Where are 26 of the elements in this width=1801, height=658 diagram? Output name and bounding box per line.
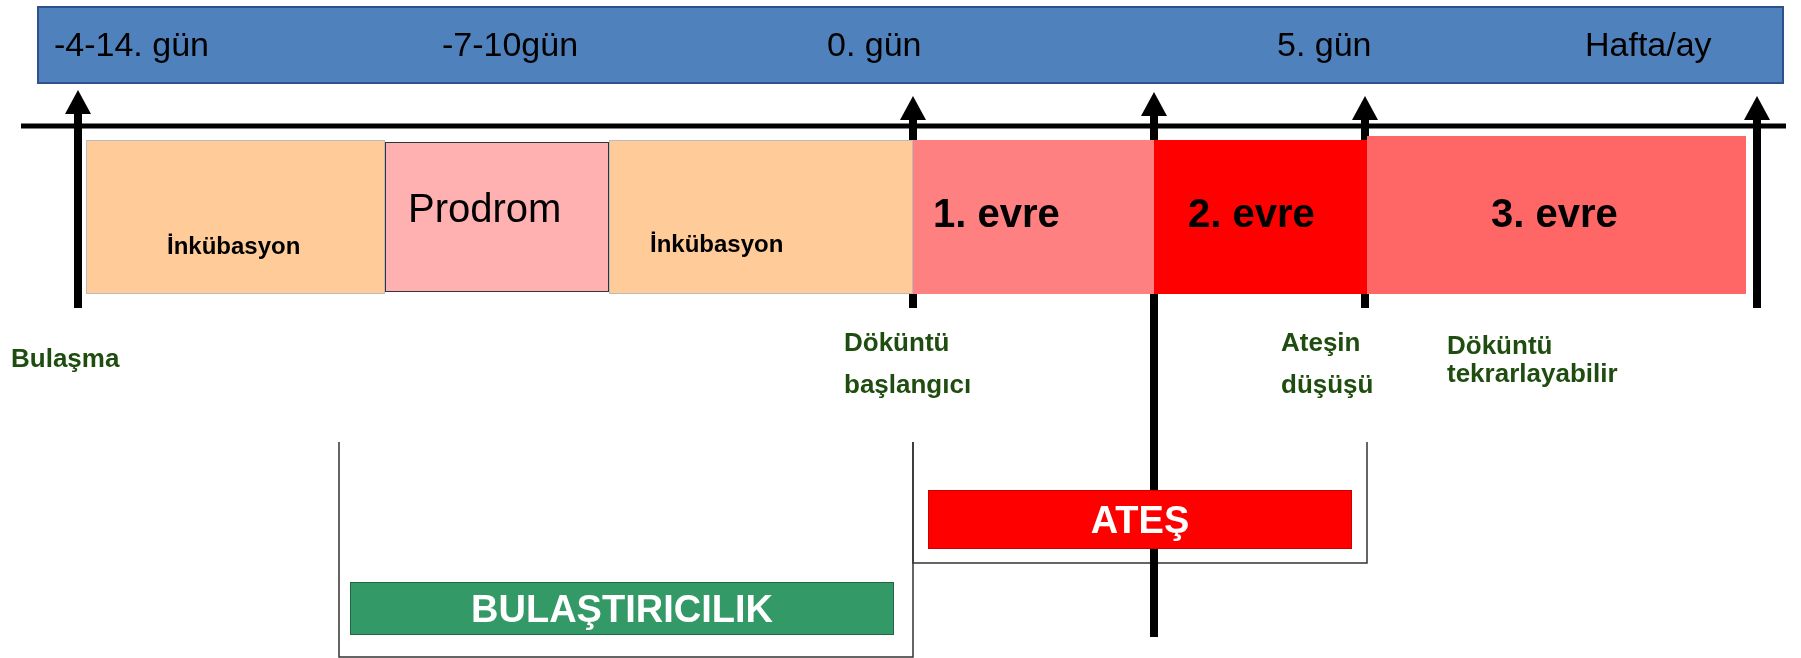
contagious-period-box [350, 582, 894, 635]
phase-box [86, 140, 385, 294]
day-label: 5. gün [1277, 24, 1372, 64]
phase-box [609, 140, 913, 294]
phase-label: İnkübasyon [650, 229, 784, 259]
timeline-band [37, 6, 1784, 84]
phase-label: 3. evre [1491, 190, 1618, 236]
phase-label: BULAŞTIRICILIK [471, 586, 773, 631]
event-label: Döküntü tekrarlayabilir [1447, 331, 1619, 387]
day-label: Hafta/ay [1585, 24, 1712, 64]
phase-label: Prodrom [408, 185, 562, 231]
phase-box [913, 140, 1154, 294]
phase-box [1154, 140, 1367, 294]
phase-label: 2. evre [1188, 190, 1315, 236]
day-label: -7-10gün [442, 24, 579, 64]
event-label: Bulaşma [11, 342, 120, 375]
event-label: Ateşin düşüşü [1281, 326, 1375, 401]
phase-box [385, 142, 609, 292]
day-label: 0. gün [827, 24, 922, 64]
phase-label: ATEŞ [1090, 497, 1190, 542]
day-label: -4-14. gün [54, 24, 209, 64]
fever-box [928, 490, 1352, 549]
phase-box [1367, 136, 1746, 294]
event-label: Döküntü başlangıcı [844, 326, 973, 401]
phase-label: 1. evre [933, 190, 1060, 236]
phase-label: İnkübasyon [167, 231, 301, 261]
